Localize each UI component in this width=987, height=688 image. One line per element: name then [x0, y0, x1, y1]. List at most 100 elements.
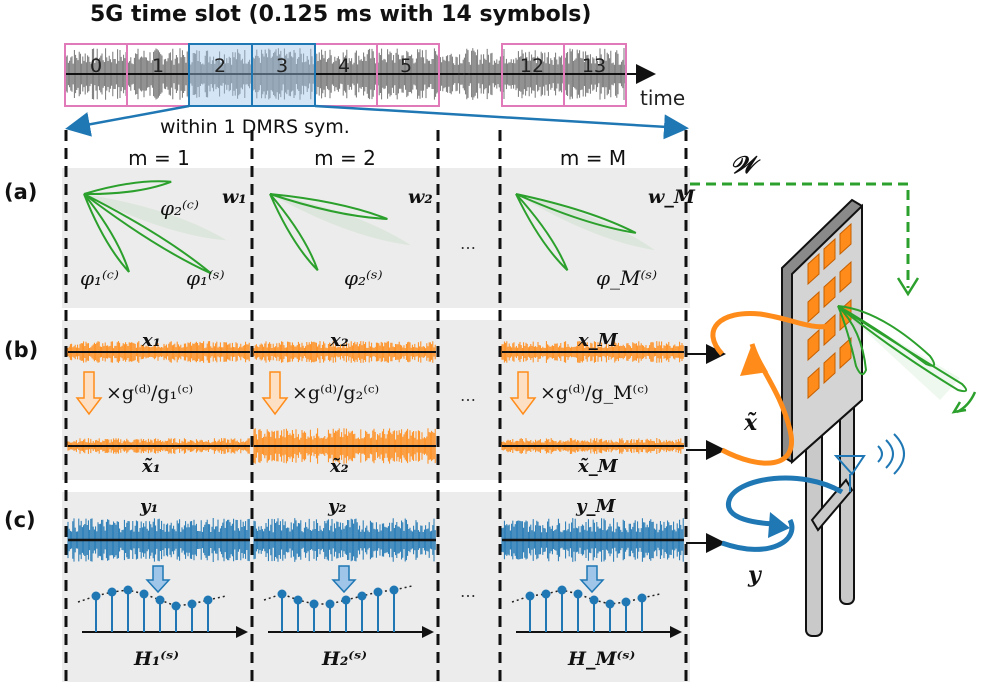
selection-arrow [145, 565, 171, 594]
phi2s-label: φ₂⁽ˢ⁾ [344, 266, 383, 290]
channel-stem-marker [621, 597, 631, 607]
H2-label: H₂⁽ˢ⁾ [322, 648, 368, 670]
selection-arrow [579, 565, 605, 594]
scale-1-label: ×g⁽ᵈ⁾/g₁⁽ᶜ⁾ [106, 382, 194, 404]
scale-2-label: ×g⁽ᵈ⁾/g₂⁽ᶜ⁾ [292, 382, 380, 404]
panel-element [807, 252, 820, 286]
xt2-label: x̃₂ [330, 456, 349, 477]
y-path [725, 475, 844, 527]
HM-label: H_M⁽ˢ⁾ [568, 648, 636, 670]
phiMs-label: φ_M⁽ˢ⁾ [596, 266, 658, 290]
w1-label: w₁ [222, 186, 247, 208]
beam-lobe-1-c1 [83, 193, 130, 273]
panel-element [839, 222, 852, 256]
channel-stem-marker [203, 595, 213, 605]
channel-stem-marker [107, 587, 117, 597]
row-a-band [62, 168, 690, 308]
panel-element [839, 336, 852, 370]
channel-stem-marker [171, 601, 181, 611]
channel-stem-marker [525, 591, 535, 601]
w2-label: w₂ [408, 186, 433, 208]
channel-stem-marker [389, 585, 399, 595]
panel-element [823, 313, 836, 347]
slot-label-ellipsis: ... [456, 60, 472, 79]
wM-label: w_M [648, 186, 695, 208]
channel-stem-marker [293, 595, 303, 605]
beam-lobe-2-s [269, 193, 319, 272]
beam-lobe-1-s [83, 193, 212, 275]
w-feed-path [690, 182, 910, 288]
beam-lobe-2-faint [270, 194, 411, 246]
w-set-label: 𝒲 [730, 150, 756, 179]
xtM-label: x̃_M [578, 456, 618, 477]
y-side-label: y [748, 562, 761, 588]
within-dmrs-label: within 1 DMRS sym. [160, 116, 350, 138]
channel-stem-marker [373, 587, 383, 597]
slot-label-12: 12 [519, 55, 545, 77]
channel-stem-marker [123, 585, 133, 595]
yM-label: y_M [576, 496, 616, 517]
phi1c-label: φ₁⁽ᶜ⁾ [80, 266, 119, 290]
panel-element [807, 366, 820, 400]
channel-stem-marker [91, 591, 101, 601]
time-axis-label: time [640, 86, 686, 110]
slot-label-3: 3 [275, 55, 289, 77]
phi2c-label: φ₂⁽ᶜ⁾ [160, 196, 199, 220]
y1-label: y₁ [140, 496, 159, 517]
ellipsis-b: … [460, 386, 476, 405]
channel-stem-marker [541, 589, 551, 599]
panel-element [807, 328, 820, 362]
phi1s-label: φ₁⁽ˢ⁾ [186, 266, 225, 290]
column-label-1: m = 1 [128, 146, 190, 170]
slot-label-2: 2 [213, 55, 227, 77]
channel-stem-marker [357, 591, 367, 601]
sensing-antenna [833, 433, 905, 492]
column-dividers [64, 130, 688, 688]
row-label-b: (b) [4, 338, 39, 362]
column-label-2: m = 2 [314, 146, 376, 170]
row-label-a: (a) [4, 180, 38, 204]
slot-label-13: 13 [581, 55, 607, 77]
panel-element [823, 351, 836, 385]
slot-label-0: 0 [89, 55, 103, 77]
scale-arrows [75, 371, 537, 416]
x-tilde-side-label: x̃ [744, 410, 758, 436]
x2-label: x₂ [330, 330, 349, 351]
panel-element [823, 237, 836, 271]
channel-stem-marker [637, 593, 647, 603]
panel-beams [837, 305, 977, 414]
channel-stem-marker [187, 599, 197, 609]
beam-lobe-1-c2 [83, 180, 172, 196]
slot-label-1: 1 [151, 55, 165, 77]
y2-label: y₂ [328, 496, 347, 517]
ellipsis-c: … [460, 582, 476, 601]
scale-M-label: ×g⁽ᵈ⁾/g_M⁽ᶜ⁾ [540, 382, 649, 404]
x1-label: x₁ [142, 330, 161, 351]
expand-arrow-right [314, 104, 689, 140]
panel-element [823, 275, 836, 309]
channel-stem-marker [341, 595, 351, 605]
panel-element [839, 260, 852, 294]
channel-stem-marker [155, 595, 165, 605]
beam-patterns [83, 180, 656, 275]
beam-lobe-M-c [515, 193, 637, 234]
xt1-label: x̃₁ [142, 456, 161, 477]
slot-title: 5G time slot (0.125 ms with 14 symbols) [90, 2, 592, 27]
beam-lobe-1-faint [84, 194, 227, 241]
channel-stem-marker [573, 589, 583, 599]
slot-label-5: 5 [399, 55, 413, 77]
row-label-c: (c) [4, 508, 36, 532]
column-label-M: m = M [559, 146, 627, 170]
expand-arrow-left [65, 104, 190, 137]
beam-lobe-M-s [515, 193, 569, 271]
ellipsis-a: … [460, 234, 476, 253]
xM-label: x_M [578, 330, 618, 351]
H1-label: H₁⁽ˢ⁾ [134, 648, 180, 670]
channel-stem-marker [557, 585, 567, 595]
beam-lobe-2-c [269, 193, 388, 220]
selection-arrow [331, 565, 357, 594]
channel-stem-marker [325, 599, 335, 609]
channel-stem-marker [589, 595, 599, 605]
channel-stem-marker [309, 599, 319, 609]
